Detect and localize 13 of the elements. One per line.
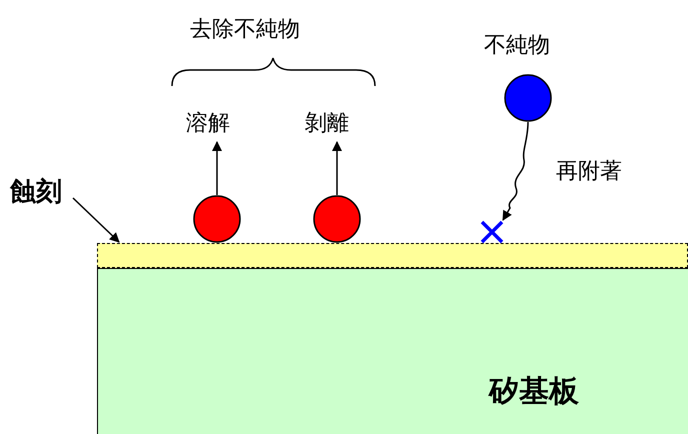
arrow <box>502 122 529 221</box>
process-label: 剝離 <box>305 110 349 138</box>
substrate-layer <box>97 268 688 434</box>
particle-label: 不純物 <box>484 32 550 60</box>
process-label: 溶解 <box>186 110 230 138</box>
arrow <box>212 141 222 195</box>
group-label: 去除不純物 <box>190 16 300 44</box>
process-label: 蝕刻 <box>10 176 62 209</box>
edge-label: 再附著 <box>556 158 622 186</box>
leader-arrow <box>72 197 120 243</box>
substrate-label: 矽基板 <box>489 373 579 411</box>
etched-layer <box>97 243 688 268</box>
arrow <box>332 141 342 195</box>
